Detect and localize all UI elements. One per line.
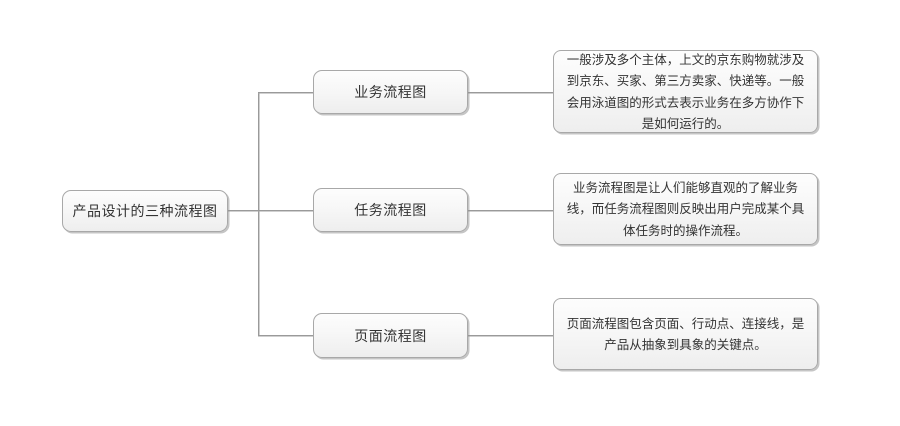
node-branch-page-flow[interactable]: 页面流程图 [313, 313, 468, 358]
connector-trunk-vertical [258, 92, 260, 336]
node-branch-label: 页面流程图 [354, 328, 427, 345]
node-detail-business-flow[interactable]: 一般涉及多个主体，上文的京东购物就涉及到京东、买家、第三方卖家、快递等。一般会用… [553, 50, 818, 133]
node-branch-label: 业务流程图 [354, 85, 427, 101]
node-detail-page-flow[interactable]: 页面流程图包含页面、行动点、连接线，是产品从抽象到具象的关键点。 [553, 298, 818, 370]
connector-trunk-to-branch-3 [258, 335, 313, 337]
node-branch-task-flow[interactable]: 任务流程图 [313, 188, 468, 232]
node-branch-label: 任务流程图 [354, 203, 427, 219]
connector-branch-3-to-detail-3 [468, 335, 554, 337]
node-detail-text: 业务流程图是让人们能够直观的了解业务线，而任务流程图则反映出用户完成某个具体任务… [566, 179, 805, 238]
node-detail-text: 一般涉及多个主体，上文的京东购物就涉及到京东、买家、第三方卖家、快递等。一般会用… [566, 51, 805, 132]
node-branch-business-flow[interactable]: 业务流程图 [313, 70, 468, 114]
connector-branch-1-to-detail-1 [468, 92, 554, 94]
node-detail-task-flow[interactable]: 业务流程图是让人们能够直观的了解业务线，而任务流程图则反映出用户完成某个具体任务… [553, 173, 818, 245]
node-root[interactable]: 产品设计的三种流程图 [62, 190, 228, 232]
connector-branch-2-to-detail-2 [468, 210, 554, 212]
connector-root-to-trunk [228, 210, 259, 212]
node-detail-text: 页面流程图包含页面、行动点、连接线，是产品从抽象到具象的关键点。 [566, 315, 805, 353]
node-root-label: 产品设计的三种流程图 [72, 204, 218, 220]
connector-trunk-to-branch-2 [258, 210, 313, 212]
connector-trunk-to-branch-1 [258, 92, 313, 94]
